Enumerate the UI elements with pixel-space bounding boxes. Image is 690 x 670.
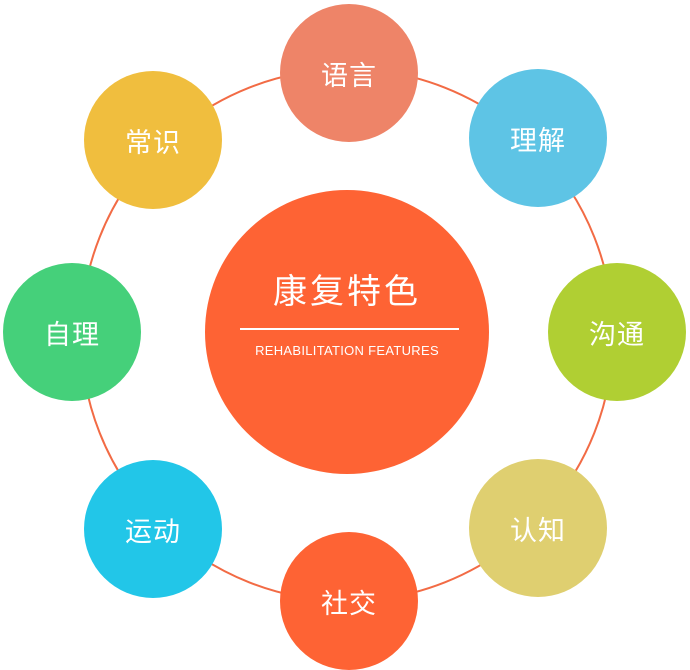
node-language-label: 语言 (321, 60, 377, 92)
node-understanding: 理解 (469, 69, 607, 207)
center-circle: 康复特色 REHABILITATION FEATURES (205, 190, 489, 474)
center-subtitle: REHABILITATION FEATURES (255, 343, 439, 358)
center-divider (240, 328, 459, 330)
node-self-care-label: 自理 (44, 319, 100, 351)
node-understanding-label: 理解 (510, 125, 566, 157)
node-social-label: 社交 (321, 588, 377, 620)
node-motor: 运动 (84, 460, 222, 598)
node-common-sense: 常识 (84, 71, 222, 209)
node-motor-label: 运动 (125, 516, 181, 548)
node-cognition-label: 认知 (510, 515, 566, 547)
node-communication: 沟通 (548, 263, 686, 401)
center-title: 康复特色 (273, 272, 421, 312)
node-communication-label: 沟通 (589, 319, 645, 351)
node-social: 社交 (280, 532, 418, 670)
node-language: 语言 (280, 4, 418, 142)
node-common-sense-label: 常识 (125, 127, 181, 159)
node-cognition: 认知 (469, 459, 607, 597)
node-self-care: 自理 (3, 263, 141, 401)
